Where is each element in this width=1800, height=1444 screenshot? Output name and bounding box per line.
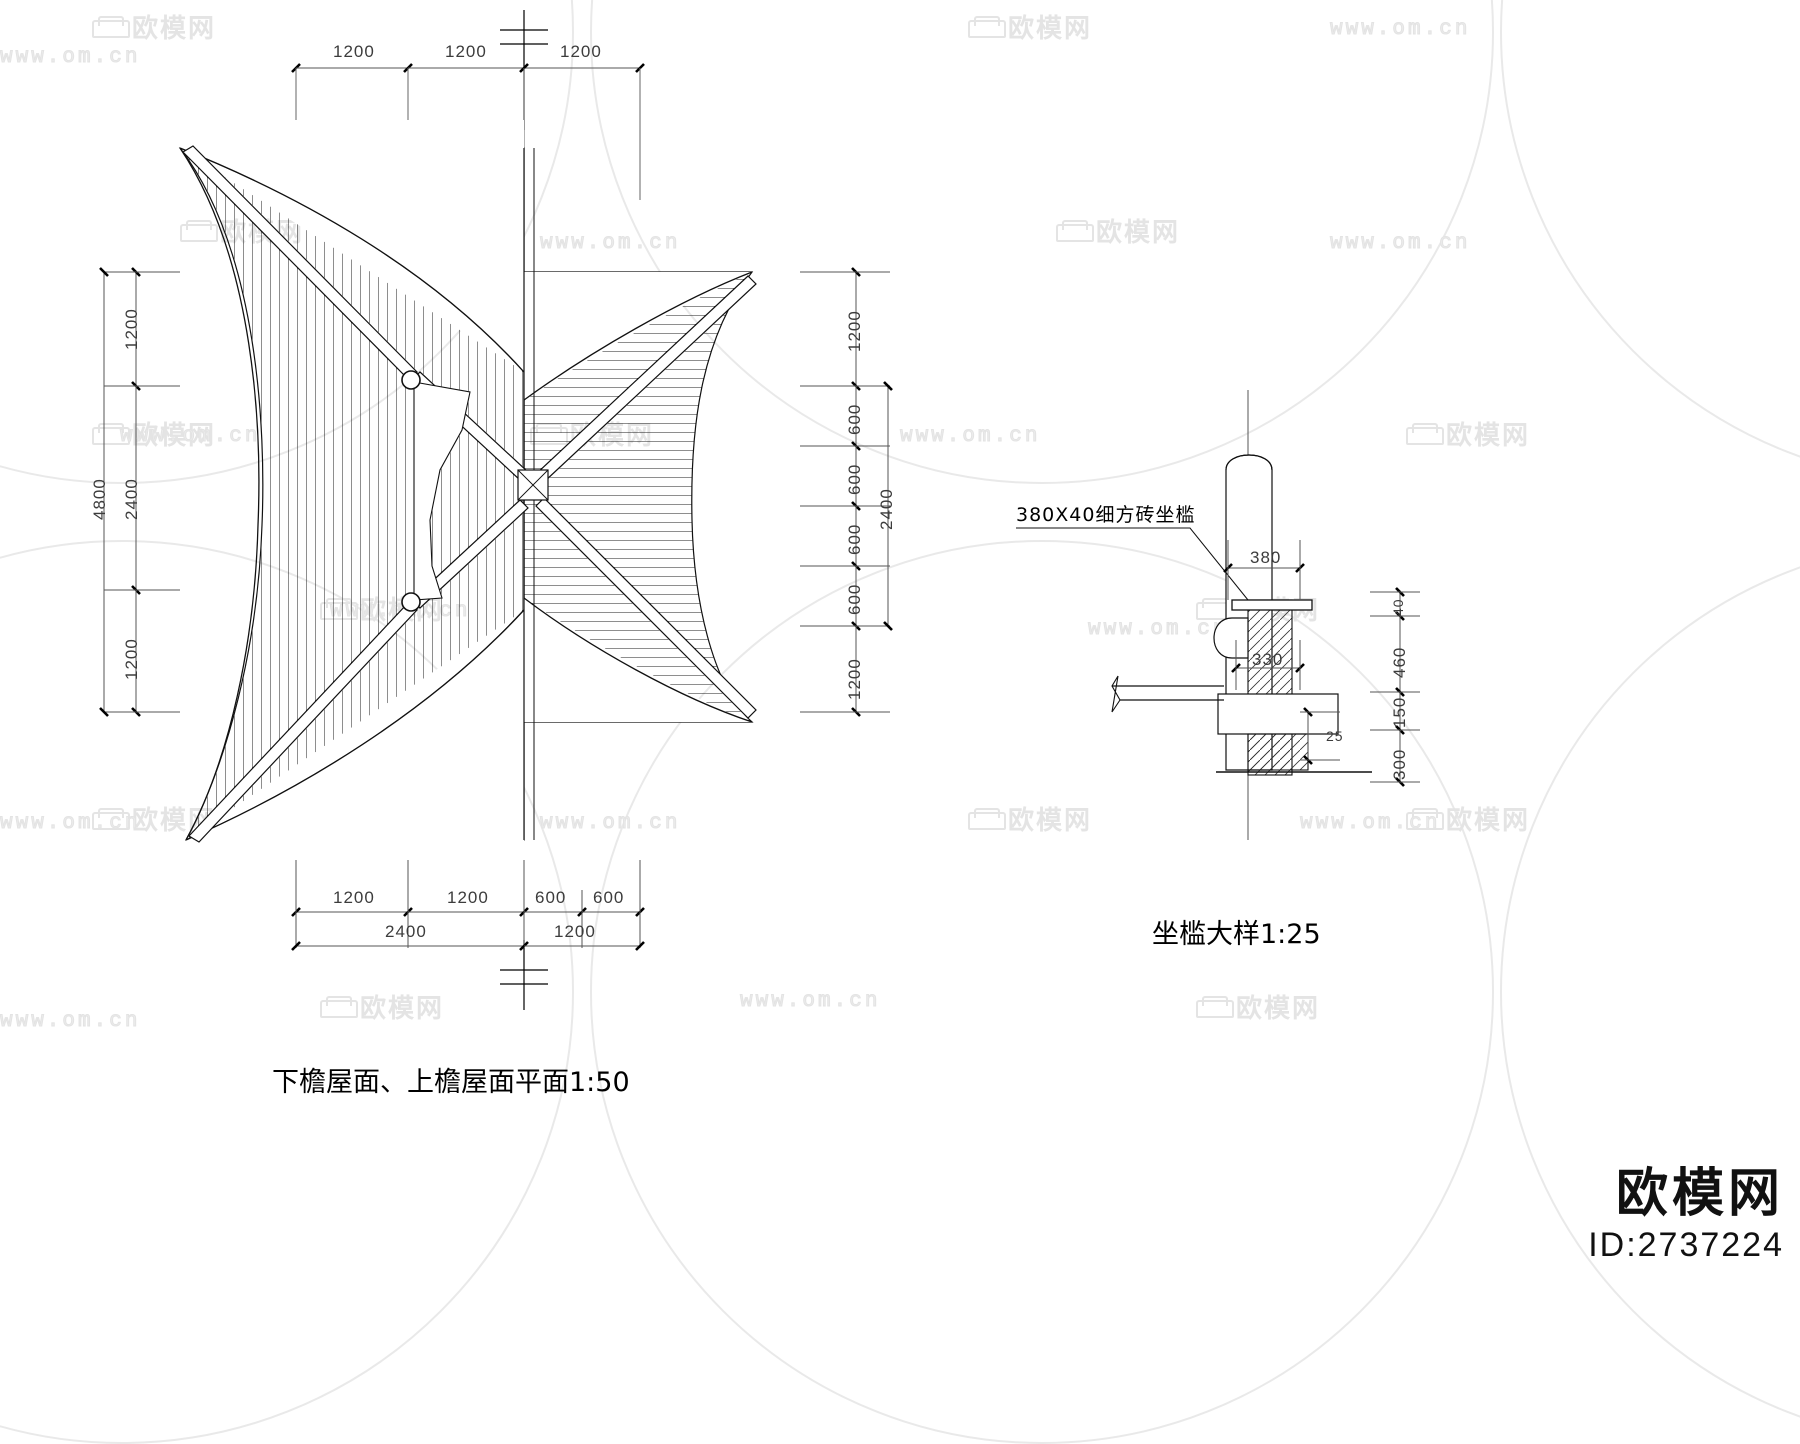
roof-edge-top-right — [523, 271, 753, 401]
dim-bottom-outer-2: 1200 — [554, 922, 596, 941]
dim-top-1: 1200 — [333, 42, 375, 61]
detail-callout-label: 380X40细方砖坐槛 — [1016, 504, 1196, 526]
detail-bullnose — [1213, 617, 1249, 659]
dim-right-inner-1: 1200 — [845, 310, 864, 352]
roof-edge-bottom-left-2 — [185, 609, 525, 841]
bottom-dimension-chain-inner — [291, 860, 645, 948]
dim-right-inner-2: 600 — [845, 403, 864, 435]
node-circle-lower — [401, 592, 421, 612]
detail-seat-slab — [1231, 599, 1313, 611]
detail-right-dim-stack — [1370, 587, 1420, 787]
dim-bottom-inner-4: 600 — [593, 888, 625, 907]
detail-break-line — [1111, 675, 1121, 713]
brand-name: 欧模网 — [1615, 1164, 1784, 1225]
roof-outline-left — [179, 147, 260, 841]
detail-title: 坐槛大样1:25 — [1152, 919, 1321, 950]
plan-title: 下檐屋面、上檐屋面平面1:50 — [272, 1067, 630, 1098]
cad-geometry — [99, 10, 1420, 1010]
dim-bottom-inner-2: 1200 — [447, 888, 489, 907]
right-dimension-chain-inner — [800, 267, 890, 717]
dim-bottom-inner-3: 600 — [535, 888, 567, 907]
center-line-mark-bottom — [500, 940, 548, 1010]
dim-top-3: 1200 — [560, 42, 602, 61]
dim-left-inner-2: 2400 — [122, 478, 141, 520]
detail-dim-width-lower: 330 — [1252, 650, 1284, 669]
detail-dim-height-upper: 460 — [1390, 646, 1409, 678]
dim-left-inner-3: 1200 — [122, 638, 141, 680]
detail-dim-330 — [1231, 640, 1305, 690]
dim-right-inner-4: 600 — [845, 523, 864, 555]
detail-dim-thickness: 40 — [1390, 598, 1406, 616]
detail-dim-step-small: 25 — [1326, 728, 1344, 744]
dim-bottom-inner-1: 1200 — [333, 888, 375, 907]
roof-edge-top-left-2 — [179, 147, 525, 373]
detail-dim-380 — [1223, 540, 1305, 600]
detail-callout-leader — [1016, 527, 1249, 601]
detail-dim-width-top: 380 — [1250, 548, 1282, 567]
inner-valley-plate — [413, 381, 471, 601]
dim-right-outer-1: 2400 — [877, 488, 896, 530]
dim-right-inner-3: 600 — [845, 463, 864, 495]
dim-bottom-outer-1: 2400 — [385, 922, 427, 941]
cad-svg — [99, 10, 1420, 1010]
roof-left-mass — [178, 147, 525, 841]
brand-id: ID:2737224 — [1588, 1226, 1784, 1264]
detail-dim-25 — [1300, 707, 1340, 765]
brand-block: 欧模网 ID:2737224 — [1588, 1167, 1784, 1265]
detail-dim-height-base: 300 — [1390, 748, 1409, 780]
dim-left-outer-1: 4800 — [90, 478, 109, 520]
dim-left-inner-1: 1200 — [122, 308, 141, 350]
dim-top-2: 1200 — [445, 42, 487, 61]
left-dimension-chain-inner — [104, 267, 180, 717]
roof-edge-bottom-right — [523, 597, 753, 723]
detail-dim-height-step: 150 — [1390, 696, 1409, 728]
dim-right-inner-5: 600 — [845, 583, 864, 615]
dim-right-inner-6: 1200 — [845, 658, 864, 700]
node-circle-upper — [401, 370, 421, 390]
detail-seat-rail — [1016, 390, 1420, 840]
detail-plinth — [1217, 693, 1339, 735]
detail-plinth-lower — [1247, 733, 1309, 771]
